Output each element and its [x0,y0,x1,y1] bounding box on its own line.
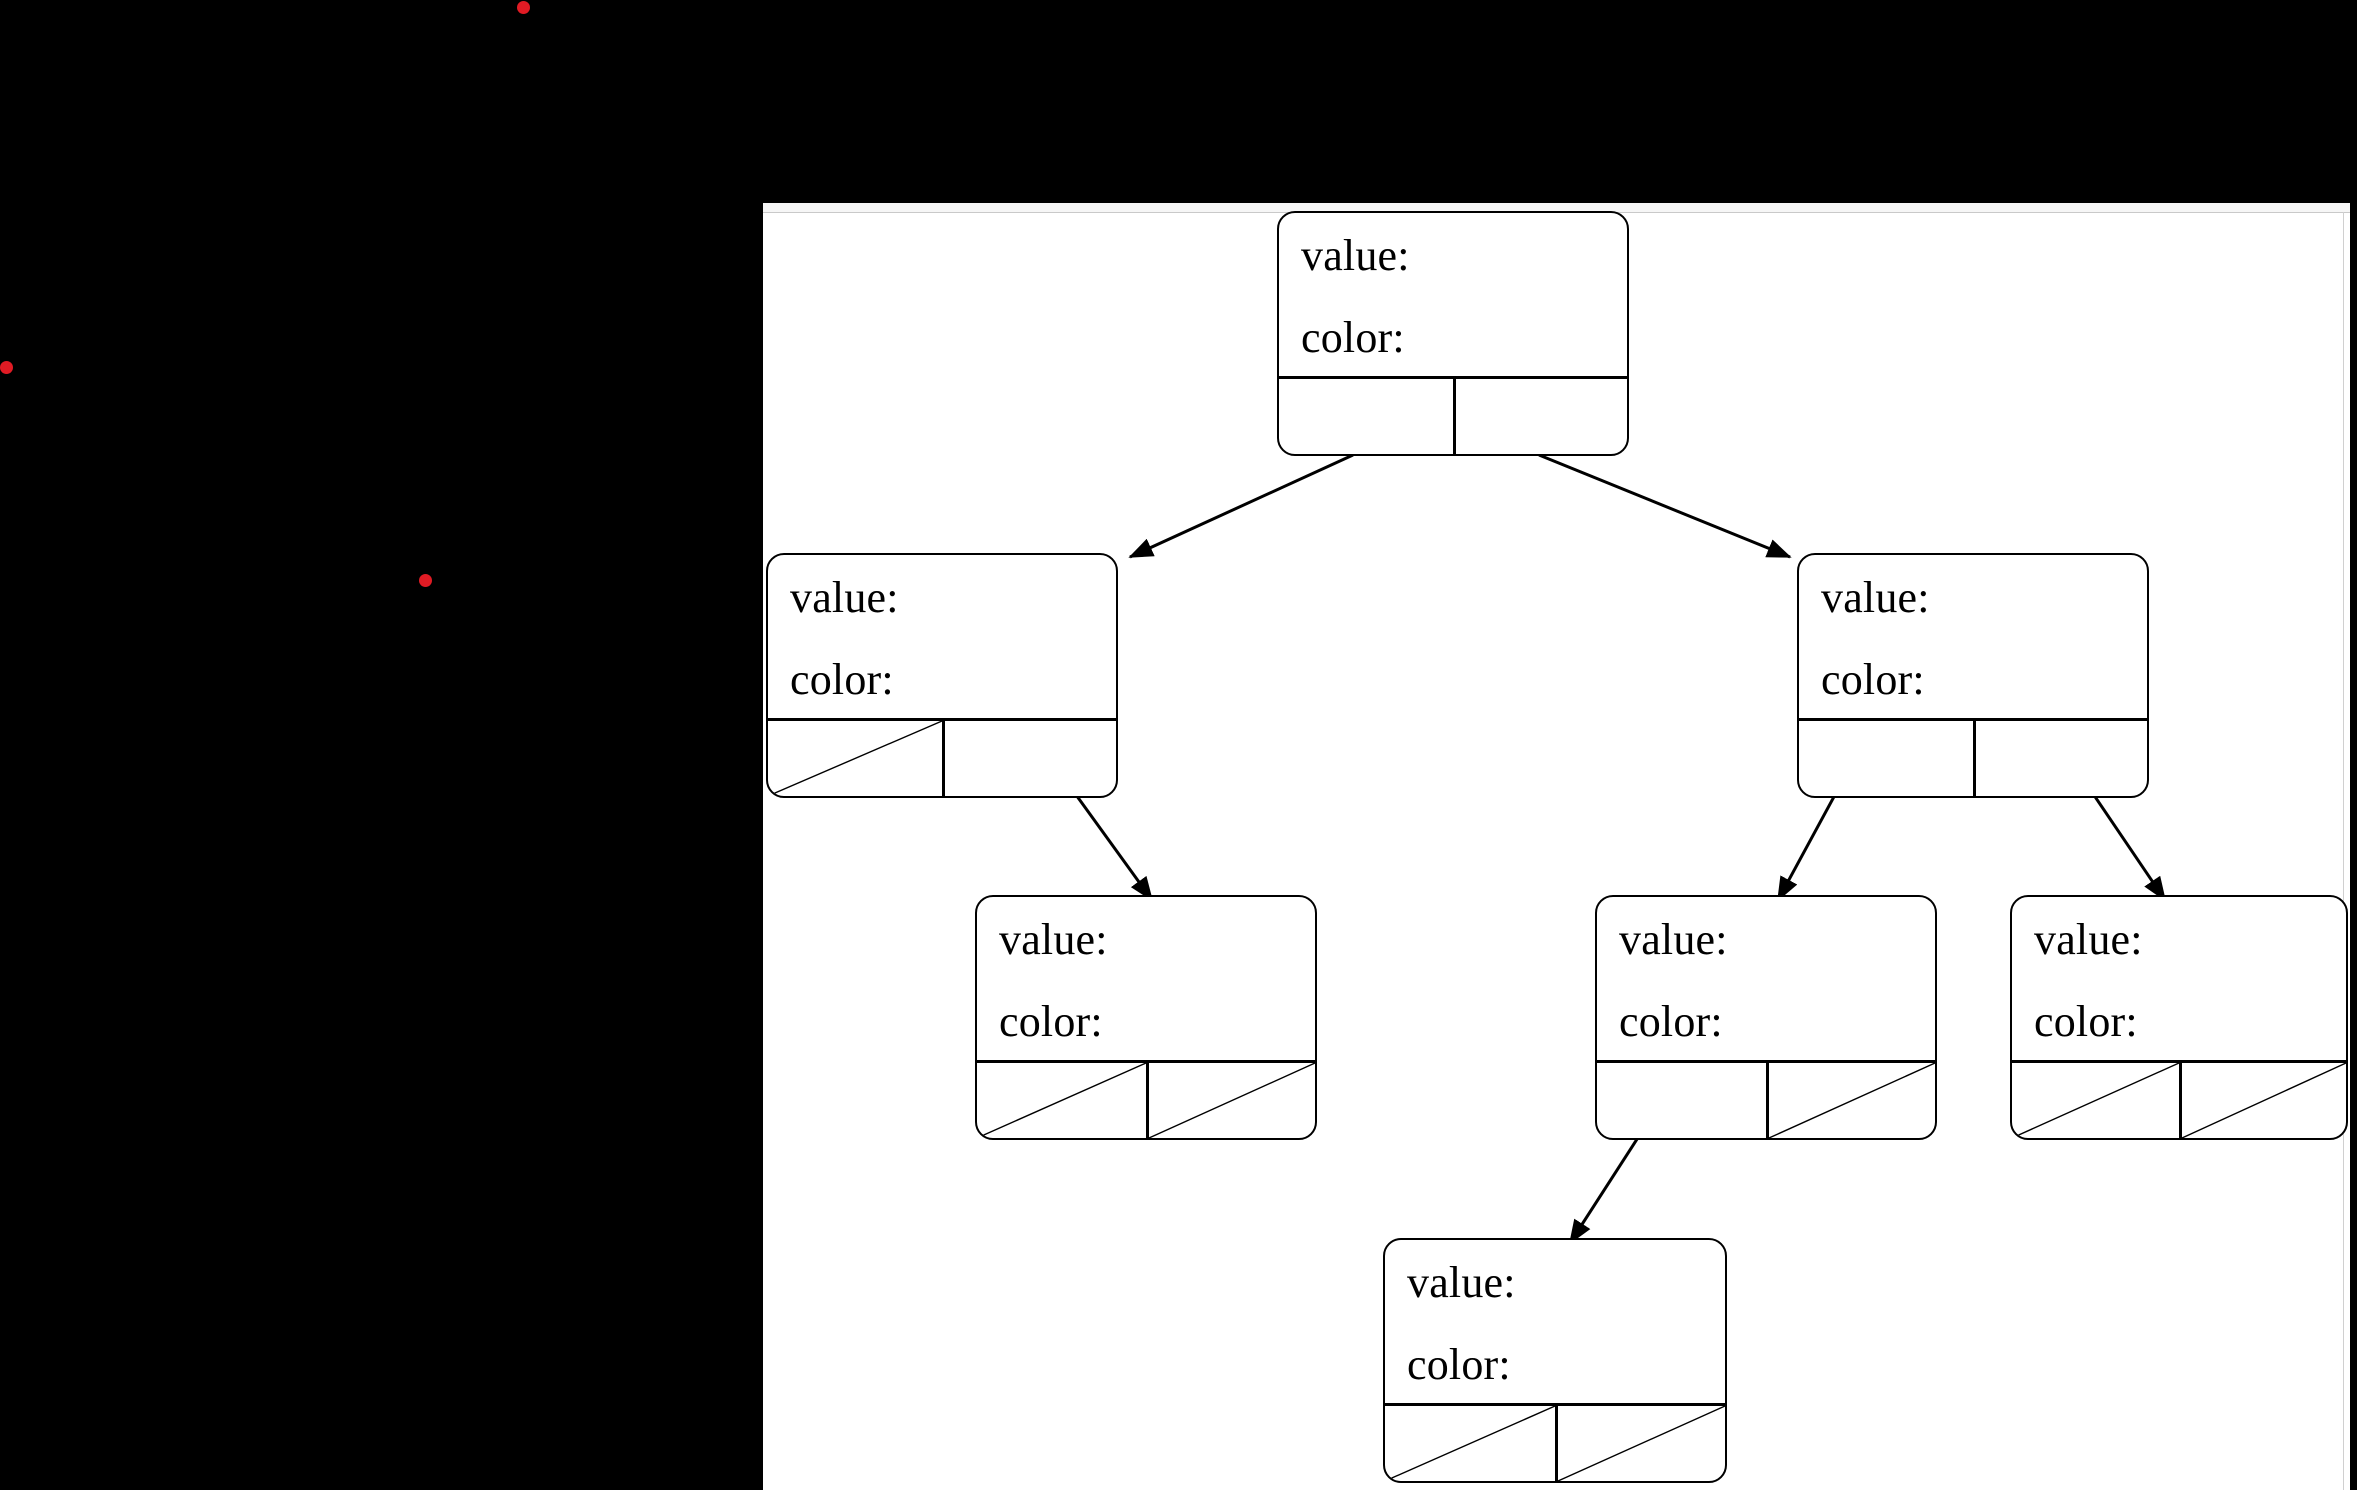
node-right-pointer-cell[interactable] [1146,1063,1315,1138]
vertical-scrollbar-edge[interactable] [2343,212,2344,1490]
node-right-pointer-cell[interactable] [1766,1063,1935,1138]
tree-node-right-left[interactable]: value: color: [1595,895,1937,1140]
document-viewer-panel[interactable]: value:color:value:color:value:color:valu… [763,203,2350,1490]
node-color-label: color: [1407,1339,1511,1389]
node-fields: value: color: [977,897,1315,1064]
red-dot-top [517,1,530,14]
node-value-label: value: [2034,914,2143,964]
node-fields: value: color: [768,555,1116,722]
node-pointer-row [2012,1060,2346,1138]
node-right-pointer-cell[interactable] [2179,1063,2346,1138]
tree-diagram-canvas: value:color:value:color:value:color:valu… [763,203,2350,1490]
node-right-pointer-cell[interactable] [1555,1406,1725,1481]
node-left-pointer-cell[interactable] [1799,721,1973,796]
node-left-pointer-cell[interactable] [1385,1406,1555,1481]
tree-node-left-right[interactable]: value: color: [975,895,1317,1140]
node-left-pointer-cell[interactable] [1597,1063,1766,1138]
node-fields: value: color: [1385,1240,1725,1407]
node-color-label: color: [2034,996,2138,1046]
node-value-label: value: [1407,1257,1516,1307]
edge-root-to-left [1128,453,1354,559]
tree-node-root[interactable]: value: color: [1277,211,1629,456]
node-fields: value: color: [1799,555,2147,722]
node-pointer-row [1799,718,2147,796]
red-dot-middle [419,574,432,587]
null-pointer-slash-icon [2182,1063,2346,1138]
node-pointer-row [1279,376,1627,454]
null-pointer-slash-icon [2012,1063,2179,1138]
edge-root-to-right [1538,453,1792,559]
tree-node-right-right[interactable]: value: color: [2010,895,2348,1140]
node-value-label: value: [1821,572,1930,622]
node-left-pointer-cell[interactable] [977,1063,1146,1138]
node-left-pointer-cell[interactable] [768,721,942,796]
node-value-label: value: [790,572,899,622]
node-pointer-row [768,718,1116,796]
tree-node-right[interactable]: value: color: [1797,553,2149,798]
node-color-label: color: [999,996,1103,1046]
tree-node-left[interactable]: value: color: [766,553,1118,798]
null-pointer-slash-icon [768,721,942,796]
node-color-label: color: [1619,996,1723,1046]
node-pointer-row [1597,1060,1935,1138]
red-dot-left [0,361,13,374]
node-value-label: value: [1301,230,1410,280]
node-fields: value: color: [2012,897,2346,1064]
node-color-label: color: [1821,654,1925,704]
node-color-label: color: [790,654,894,704]
node-pointer-row [977,1060,1315,1138]
node-value-label: value: [999,914,1108,964]
node-color-label: color: [1301,312,1405,362]
node-fields: value: color: [1597,897,1935,1064]
node-fields: value: color: [1279,213,1627,380]
node-right-pointer-cell[interactable] [1973,721,2147,796]
node-right-pointer-cell[interactable] [1453,379,1627,454]
tree-node-deep[interactable]: value: color: [1383,1238,1727,1483]
null-pointer-slash-icon [977,1063,1146,1138]
node-left-pointer-cell[interactable] [1279,379,1453,454]
node-pointer-row [1385,1403,1725,1481]
node-value-label: value: [1619,914,1728,964]
node-right-pointer-cell[interactable] [942,721,1116,796]
node-left-pointer-cell[interactable] [2012,1063,2179,1138]
null-pointer-slash-icon [1385,1406,1555,1481]
null-pointer-slash-icon [1558,1406,1725,1481]
null-pointer-slash-icon [1149,1063,1315,1138]
null-pointer-slash-icon [1769,1063,1935,1138]
